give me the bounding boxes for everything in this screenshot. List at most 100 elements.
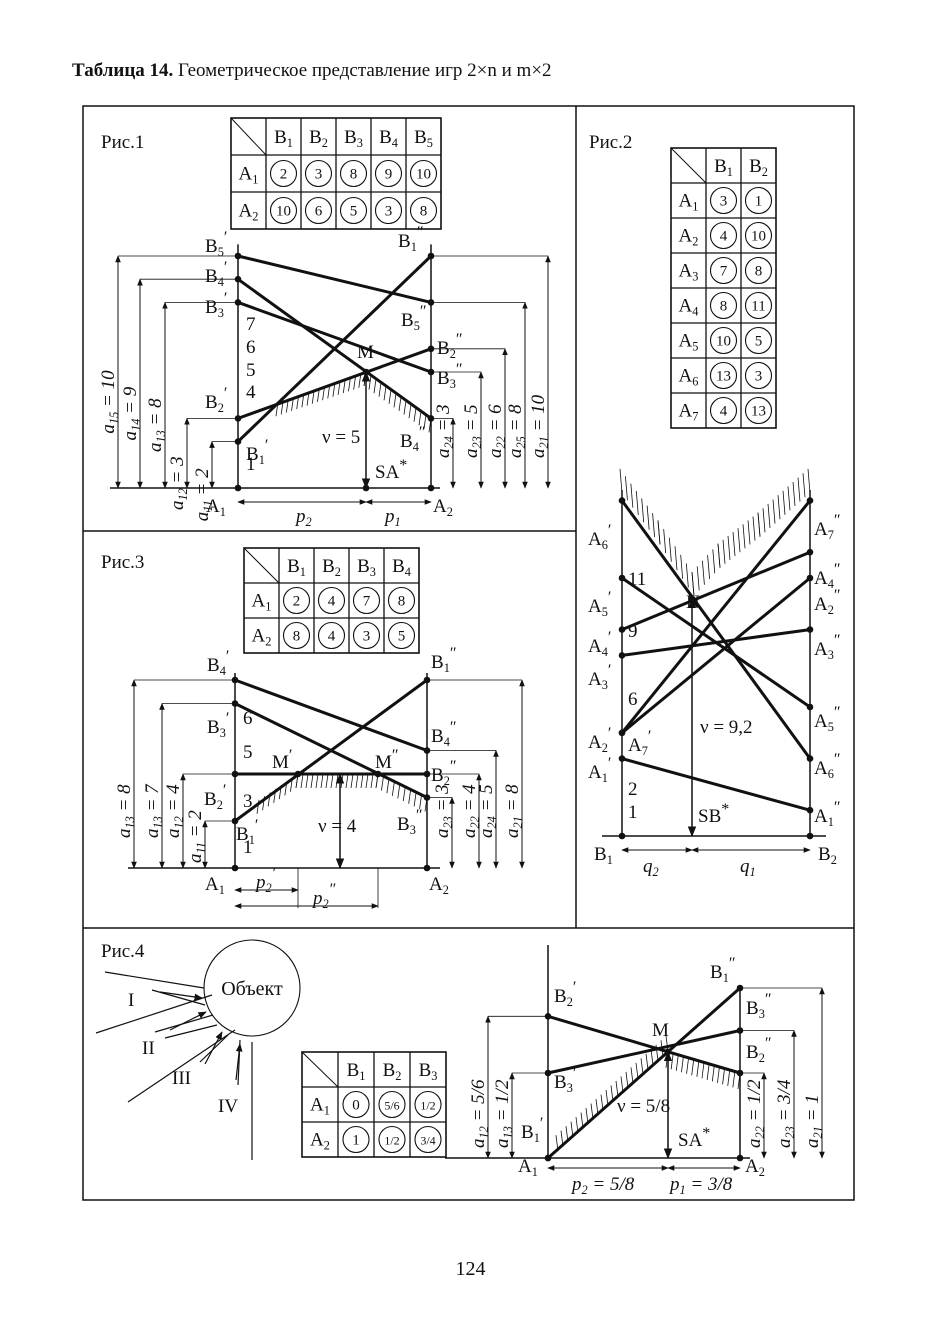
point-right	[806, 548, 814, 556]
label-S: SA*	[375, 457, 407, 483]
label-base: SA	[375, 462, 400, 483]
label-prime: ″	[417, 224, 424, 241]
label-subscript: 3	[759, 1007, 765, 1021]
label-base: A	[252, 626, 266, 647]
payoff-circle	[744, 291, 773, 320]
label-B4pp: B4″	[400, 424, 426, 454]
label-subscript: 3	[431, 1069, 437, 1083]
hatch-line	[365, 773, 369, 789]
label-rest: = 3/4	[774, 1079, 795, 1126]
label-subscript: 13	[501, 1126, 515, 1138]
label-base: B	[521, 1122, 534, 1143]
label-base: B	[392, 556, 405, 577]
label-subscript: 1	[534, 1131, 540, 1145]
label-subscript: 2	[567, 995, 573, 1009]
hatch-line	[619, 468, 623, 493]
hatch-line	[311, 389, 315, 404]
label-base: A	[239, 201, 253, 222]
payoff-circle	[282, 586, 311, 615]
label-prime: ′	[540, 1115, 544, 1132]
label-base: B	[398, 231, 411, 252]
label-rest: = 8	[505, 404, 526, 436]
hatch-line	[691, 572, 695, 597]
label-subscript: 7	[642, 744, 648, 758]
label-M: M	[357, 342, 374, 363]
point-M2	[374, 770, 382, 778]
label-base: A	[679, 261, 693, 282]
column-header: B1	[714, 156, 733, 179]
label-base: B	[554, 1072, 567, 1093]
label-subscript: 3	[567, 1081, 573, 1095]
p2-label: p2	[294, 506, 312, 529]
label-base: B	[207, 655, 220, 676]
label-subscript: 22	[753, 1126, 767, 1138]
label-subscript: 24	[442, 436, 456, 448]
label-base: a	[528, 449, 549, 459]
row-header: A1	[239, 164, 259, 187]
value-label: ν = 5/8	[617, 1096, 670, 1117]
label-subscript: 2	[324, 1139, 330, 1153]
dimension-label-right: a22 = 1/2	[744, 1079, 767, 1148]
payoff-circle	[709, 361, 738, 390]
hatch-line	[732, 532, 736, 557]
label-subscript: 1	[602, 771, 608, 785]
label-A3pp: A3″	[814, 632, 841, 662]
label-base: A	[679, 191, 693, 212]
label-B2pp: B2″	[437, 331, 463, 361]
hatch-line	[701, 1062, 705, 1079]
axis-tick: 5	[246, 360, 256, 381]
payoff-value: 9	[385, 167, 393, 183]
hatch-line	[278, 785, 282, 800]
label-base: B	[205, 236, 218, 257]
label-A2p: A2′	[588, 725, 611, 755]
dimension-label-left: a13 = 1/2	[492, 1079, 515, 1148]
hatch-line	[660, 1040, 664, 1057]
label-base: SB	[698, 806, 721, 827]
column-header: B3	[357, 556, 376, 579]
label-base: B	[431, 652, 444, 673]
label-B2p: B2′	[204, 782, 226, 812]
label-base: B	[205, 266, 218, 287]
column-header: B2	[309, 127, 328, 150]
payoff-circle	[709, 291, 738, 320]
axis-tick: 1	[246, 454, 256, 475]
hatch-line	[428, 418, 432, 433]
label-B3p: B3′	[554, 1065, 576, 1095]
axis-tick: 4	[246, 382, 256, 403]
label-M1: M′	[272, 747, 292, 773]
payoff-value: 11	[751, 299, 765, 315]
payoff-value: 13	[751, 404, 766, 420]
hatch-line	[680, 554, 684, 579]
label-prime: ′	[573, 1065, 577, 1082]
hatch-line	[397, 784, 401, 799]
hatch-line	[747, 520, 751, 545]
label-B3p: B3′	[205, 290, 227, 320]
hatch-line	[640, 1058, 644, 1075]
hatch-line	[327, 384, 331, 399]
hatch-line	[383, 386, 387, 401]
hatch-line	[685, 563, 689, 588]
axis-tick: 6	[628, 689, 638, 710]
figure-label: Рис.4	[101, 941, 145, 962]
label-base: a	[461, 449, 482, 459]
upper-envelope-hatch	[619, 468, 811, 597]
label-A4p: A4′	[588, 629, 611, 659]
payoff-value: 10	[751, 229, 766, 245]
payoff-value: 5	[398, 629, 406, 645]
ray-arrow	[169, 1011, 207, 1031]
payoff-value: 3	[720, 194, 728, 210]
point-A1	[544, 1154, 552, 1162]
row-header: A2	[252, 626, 272, 649]
outer-frame	[82, 105, 855, 1201]
label-A2pp: A2″	[814, 587, 841, 617]
hatch-line	[335, 773, 339, 789]
payoff-circle	[282, 621, 311, 650]
dimension-label-right: a23 = 5	[461, 404, 484, 458]
payoff-circle	[378, 1090, 406, 1119]
hatch-line	[625, 476, 628, 501]
label-base: p	[570, 1174, 582, 1195]
label-base: B	[205, 392, 218, 413]
label-rest: = 5	[476, 784, 497, 816]
label-subscript: 2	[395, 1069, 401, 1083]
